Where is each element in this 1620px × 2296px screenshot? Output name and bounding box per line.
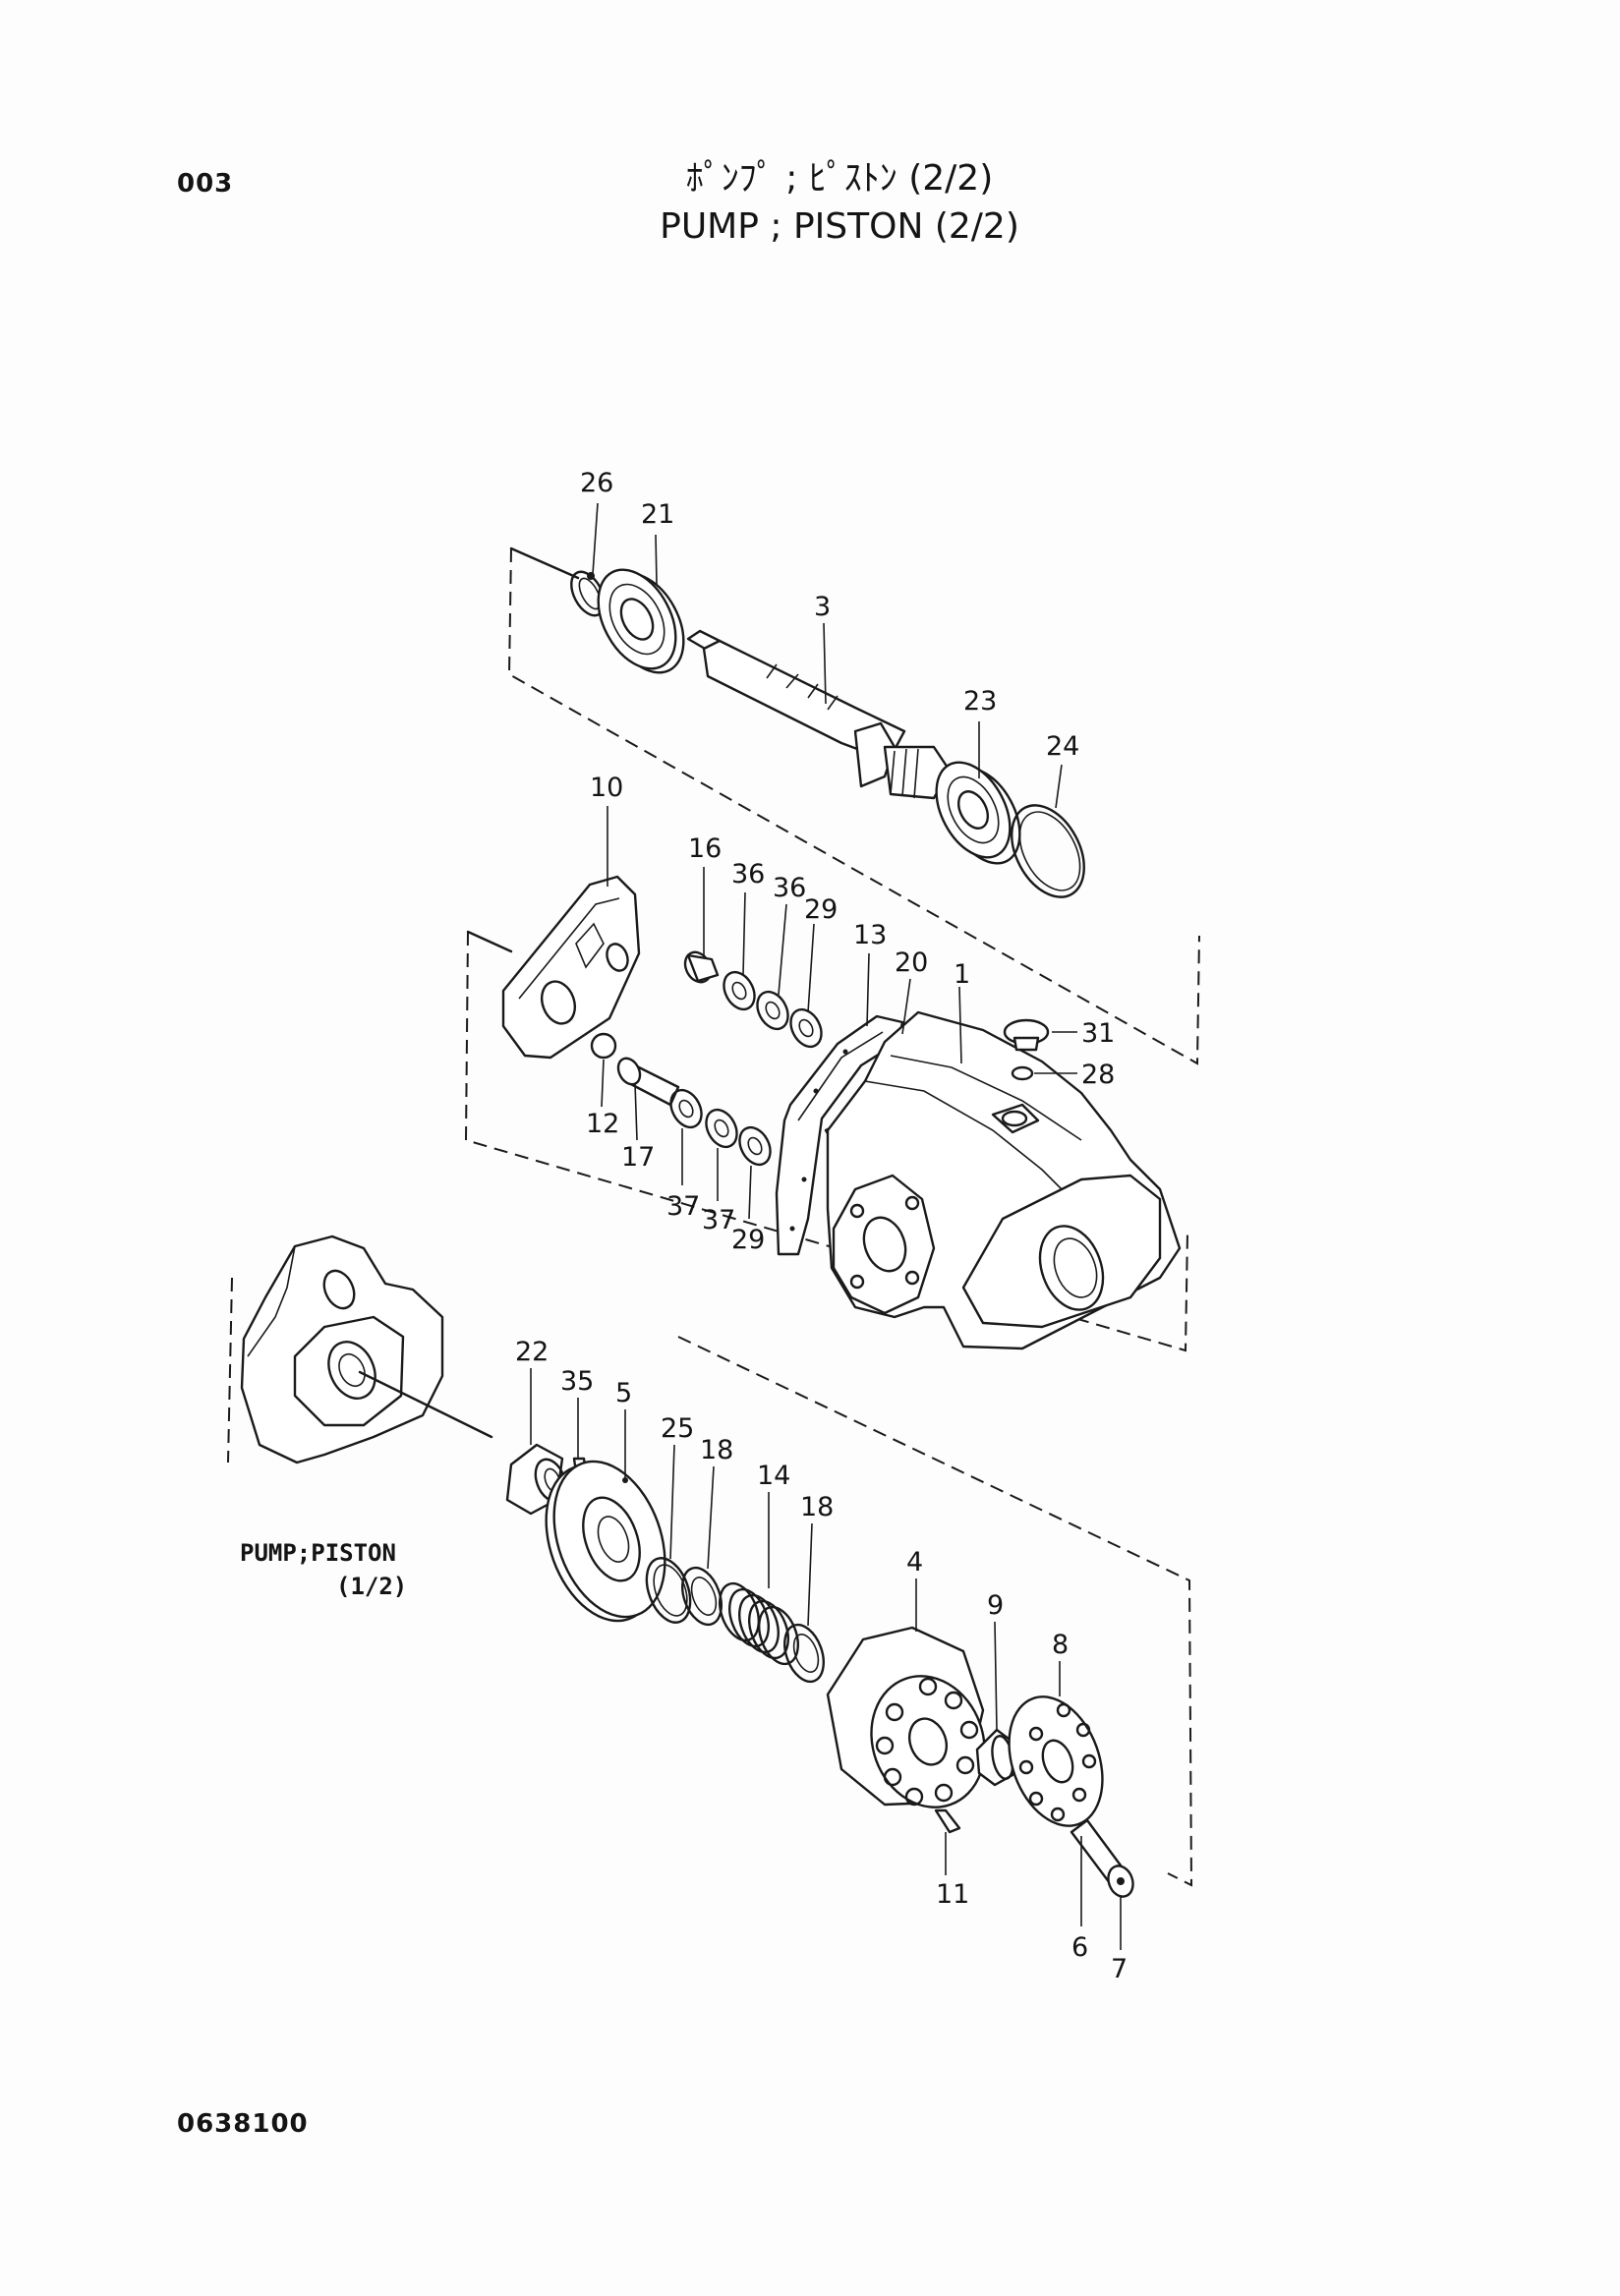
bearing-21: [597, 568, 685, 674]
page-title-english: PUMP ; PISTON (2/2): [660, 206, 1019, 247]
label-part-10: 10: [590, 773, 623, 803]
reference-label: PUMP;PISTON (1/2): [240, 1539, 407, 1600]
label-part-37a: 37: [666, 1191, 700, 1222]
label-part-14: 14: [757, 1461, 790, 1491]
spring-14: [719, 1581, 799, 1666]
page-number: 003: [177, 169, 234, 199]
swash-plate-5: [545, 1460, 666, 1623]
label-part-24: 24: [1046, 731, 1079, 762]
label-part-5: 5: [615, 1378, 632, 1408]
label-part-12: 12: [586, 1109, 619, 1139]
ball-12: [590, 1032, 617, 1060]
label-part-22: 22: [515, 1337, 549, 1367]
washer-29b: [738, 1125, 772, 1167]
label-part-11: 11: [936, 1879, 969, 1910]
label-part-6: 6: [1071, 1932, 1088, 1963]
label-part-3: 3: [814, 592, 831, 622]
washer-37b: [705, 1108, 738, 1149]
label-part-28: 28: [1081, 1060, 1115, 1090]
washer-36a: [723, 970, 756, 1011]
part-labels: 26 21 3 23 24 10 16 36 36 29 13 20 1 31 …: [515, 468, 1128, 1984]
pin-17: [616, 1057, 680, 1107]
label-part-31: 31: [1081, 1018, 1115, 1049]
label-part-35: 35: [560, 1366, 594, 1397]
label-part-1: 1: [954, 959, 970, 990]
drive-shaft-3: [686, 629, 952, 800]
label-part-36b: 36: [773, 873, 806, 903]
label-part-36a: 36: [731, 859, 765, 890]
group-boundary-rotary: [227, 1277, 1193, 1887]
plug-31: [1003, 1018, 1050, 1052]
group-boundary-shaft: [507, 546, 1200, 1065]
label-part-7: 7: [1111, 1954, 1128, 1984]
label-part-4: 4: [906, 1547, 923, 1578]
reference-label-line2: (1/2): [336, 1573, 407, 1600]
label-part-26: 26: [580, 468, 613, 498]
label-part-18b: 18: [800, 1492, 834, 1522]
gasket-13: [775, 1014, 904, 1256]
shoe-7: [1107, 1865, 1134, 1898]
label-part-37b: 37: [702, 1205, 735, 1235]
snap-ring-25: [645, 1557, 692, 1624]
label-part-29a: 29: [804, 894, 838, 925]
seat-18a: [681, 1566, 723, 1627]
label-part-17: 17: [621, 1142, 655, 1173]
page-title-japanese: ﾎﾟﾝﾌﾟ ; ﾋﾟｽﾄﾝ (2/2): [685, 158, 994, 199]
front-pump-housing-reference: [240, 1234, 493, 1464]
bearing-23: [935, 761, 1021, 865]
label-part-18a: 18: [700, 1435, 733, 1465]
cylinder-block-4: [826, 1626, 986, 1808]
label-part-16: 16: [688, 833, 722, 864]
snap-ring-24: [1011, 804, 1085, 898]
o-ring-28: [1011, 1065, 1034, 1081]
label-part-23: 23: [963, 686, 997, 717]
washer-29a: [789, 1007, 823, 1049]
label-part-13: 13: [853, 920, 887, 950]
label-part-21: 21: [641, 499, 674, 530]
label-part-20: 20: [895, 947, 928, 978]
label-part-8: 8: [1052, 1630, 1069, 1660]
retainer-plate-8: [1008, 1695, 1104, 1827]
washer-37a: [669, 1088, 703, 1129]
pin-11: [934, 1808, 961, 1834]
group-boundary-housing: [464, 930, 1188, 1352]
label-part-25: 25: [661, 1413, 694, 1444]
seat-18b: [783, 1623, 825, 1684]
label-part-9: 9: [987, 1590, 1004, 1621]
page-title: ﾎﾟﾝﾌﾟ ; ﾋﾟｽﾄﾝ (2/2) PUMP ; PISTON (2/2): [0, 155, 1620, 252]
leader-lines: [530, 502, 1122, 1950]
washer-36b: [756, 990, 789, 1031]
valve-plate-10: [501, 875, 641, 1060]
pump-housing-1: [826, 1010, 1182, 1350]
document-code: 0638100: [177, 2109, 309, 2139]
label-part-29b: 29: [731, 1225, 765, 1255]
pin-16: [683, 950, 720, 984]
reference-label-line1: PUMP;PISTON: [240, 1539, 396, 1567]
